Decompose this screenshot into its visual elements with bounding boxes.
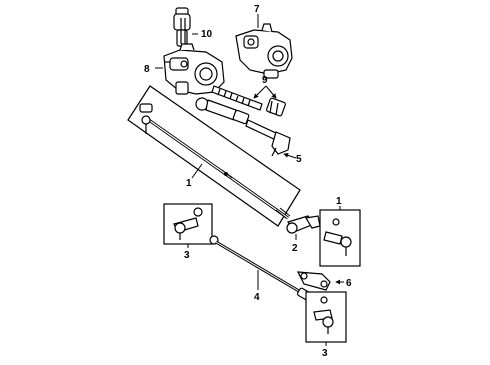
part-3-panel-lower <box>305 291 347 343</box>
callout-8: 8 <box>144 64 150 75</box>
callout-3a: 3 <box>184 250 190 261</box>
part-9-inner-tie-rod <box>211 85 286 117</box>
callout-1b: 1 <box>336 196 342 207</box>
part-1-panel-right <box>319 209 361 267</box>
callout-3b: 3 <box>322 348 328 359</box>
callout-10: 10 <box>201 29 213 40</box>
part-10-sensor <box>173 7 191 47</box>
part-3-panel-left <box>163 203 213 245</box>
callout-2: 2 <box>292 243 298 254</box>
part-1-panel-upper <box>127 85 301 227</box>
leader-9a <box>253 85 267 99</box>
leader-5 <box>283 152 297 159</box>
part-6-pitman-arm <box>296 271 331 291</box>
part-2-idler-arm <box>286 215 321 234</box>
callout-7: 7 <box>254 4 260 15</box>
callout-6: 6 <box>346 278 352 289</box>
callout-1a: 1 <box>186 178 192 189</box>
callout-9: 9 <box>262 75 268 86</box>
part-5-rack-shaft <box>195 97 291 157</box>
part-8-gear-housing <box>163 43 225 95</box>
part-7-valve-body <box>235 23 293 79</box>
callout-5: 5 <box>296 154 302 165</box>
callout-4: 4 <box>254 292 260 303</box>
leader-1a <box>191 163 203 179</box>
leader-9b <box>265 85 277 99</box>
